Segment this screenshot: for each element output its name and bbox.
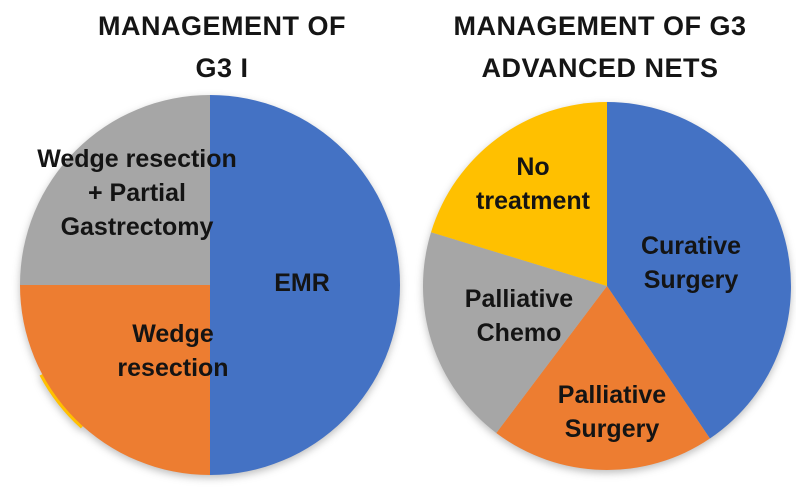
slice-label-emr: EMR [274, 269, 330, 297]
pie-slice-palliative-surgery [496, 286, 710, 470]
chart-title-right: MANAGEMENT OF G3 ADVANCED NETS [405, 5, 795, 89]
pie-group [422, 102, 791, 470]
pie-slice-palliative-chemo [422, 232, 607, 433]
pie-slice-curative-surgery [607, 102, 791, 439]
chart-title-line: ADVANCED NETS [481, 53, 719, 83]
pie-slice-wedge-resection-partial-gastrectomy [20, 95, 210, 285]
chart-title-left: MANAGEMENT OF G3 I [20, 5, 424, 89]
pie-group [20, 95, 400, 475]
pie-slice-no-treatment [431, 102, 607, 286]
chart-title-line: G3 I [195, 53, 249, 83]
chart-title-line: MANAGEMENT OF G3 [453, 11, 747, 41]
pie-slice-emr [210, 95, 400, 475]
pie-slice-wedge-resection [20, 285, 210, 475]
chart-title-line: MANAGEMENT OF [98, 11, 346, 41]
